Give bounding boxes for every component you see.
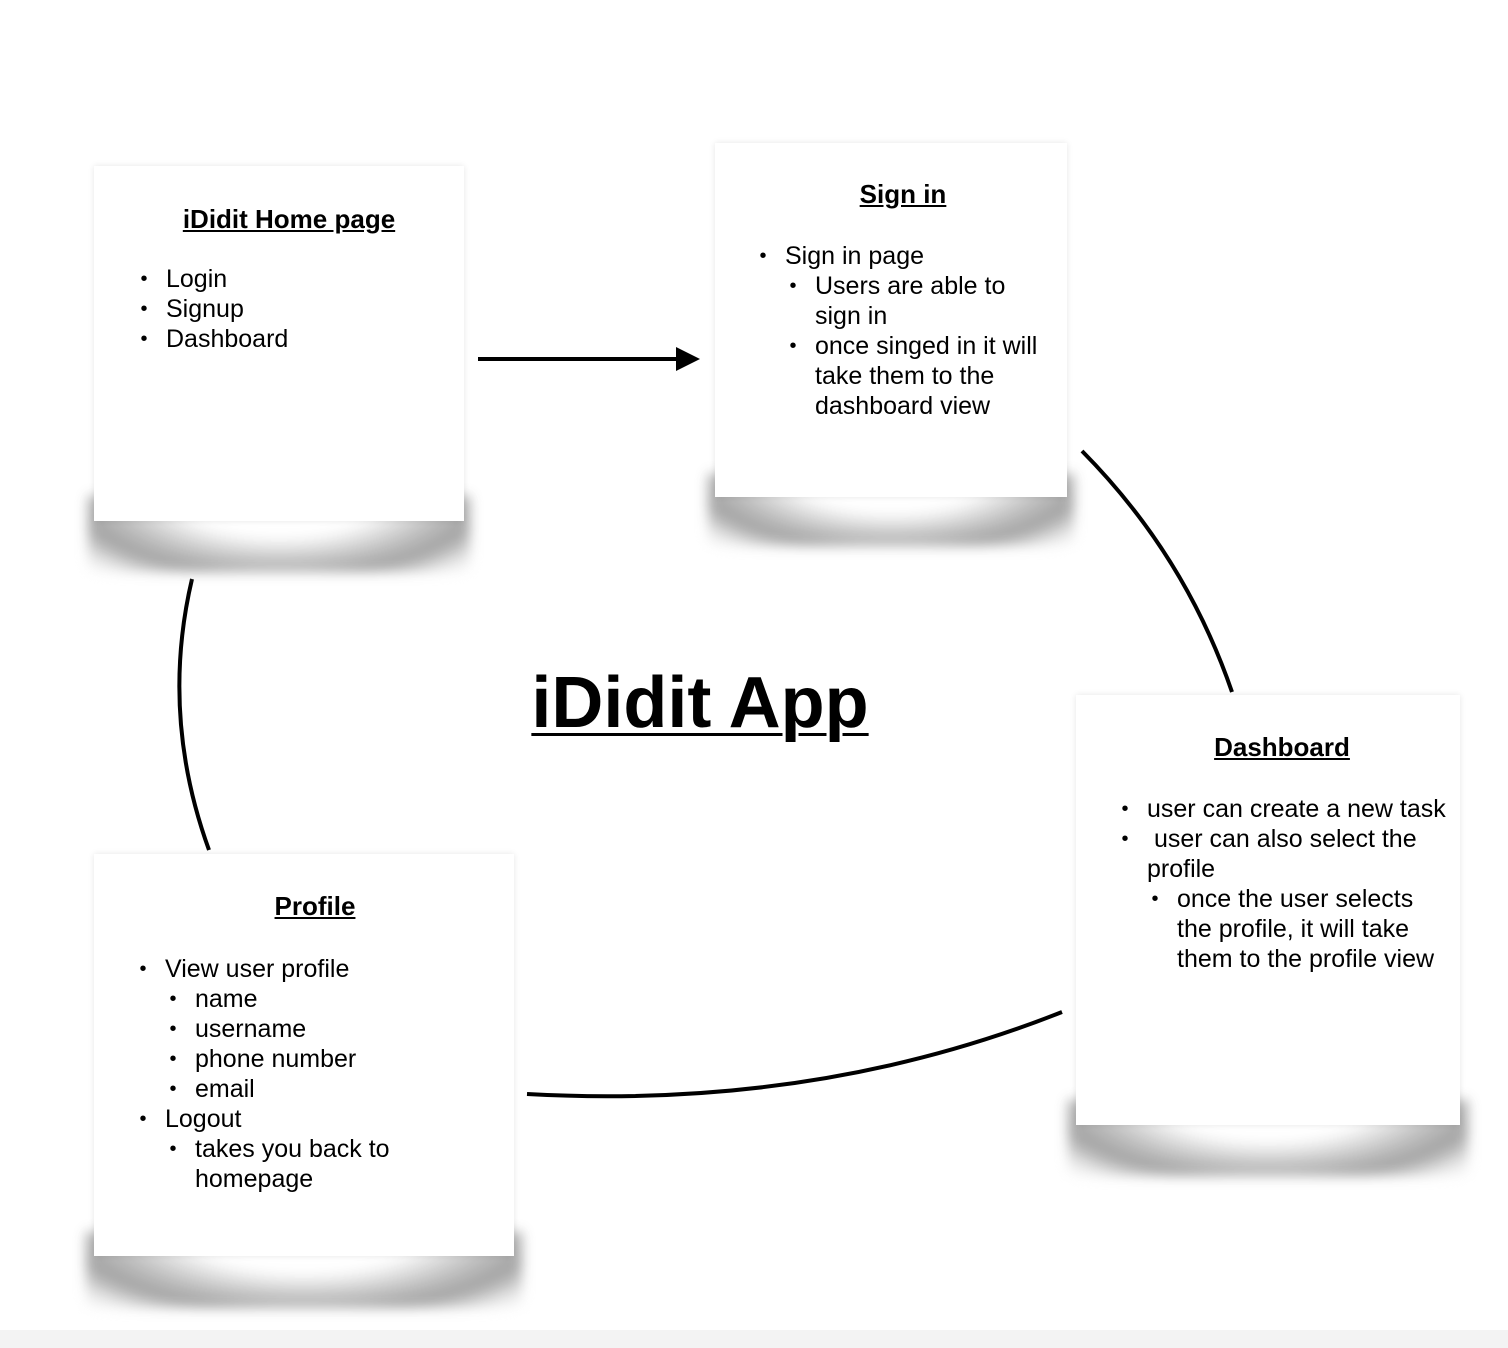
list-item-text: Logout [165,1105,242,1133]
nested-list: takes you back to homepage [165,1134,494,1194]
list-item: name [165,984,494,1014]
page-bottom-strip [0,1330,1508,1348]
list-item: View user profile name username phone nu… [135,954,494,1104]
list-item-text: email [195,1075,255,1103]
list-item-text: Dashboard [166,325,289,353]
profile-card-list: View user profile name username phone nu… [135,954,494,1194]
nested-list: name username phone number email [165,984,494,1104]
diagram-title: iDidit App [531,663,869,743]
list-item: Sign in page Users are able to sign in o… [755,241,1051,421]
list-item: once singed in it will take them to the … [785,331,1051,421]
list-item-text: once singed in it will take them to the … [815,332,1038,420]
signin-card-list: Sign in page Users are able to sign in o… [755,241,1051,421]
list-item-text: Signup [166,295,244,323]
list-item-text: Sign in page [785,242,925,270]
list-item: once the user selects the profile, it wi… [1147,884,1446,974]
list-item: takes you back to homepage [165,1134,494,1194]
list-item-text: once the user selects the profile, it wi… [1177,885,1435,973]
home-card-title: iDidit Home page [182,204,396,234]
list-item: email [165,1074,494,1104]
connector-dashboard-to-profile [526,1010,1063,1099]
list-item-text: takes you back to homepage [195,1135,390,1193]
arrow-home-to-signin [478,347,700,371]
connector-profile-to-home [177,578,211,851]
list-item: phone number [165,1044,494,1074]
list-item: user can create a new task [1117,794,1446,824]
nested-list: Users are able to sign in once singed in… [785,271,1051,421]
home-card-list: Login Signup Dashboard [136,264,444,354]
connector-signin-to-dashboard [1080,449,1234,693]
home-card: iDidit Home page Login Signup Dashboard [94,166,464,521]
list-item: Dashboard [136,324,444,354]
signin-card: Sign in Sign in page Users are able to s… [715,143,1067,497]
profile-card: Profile View user profile name username … [94,854,514,1256]
dashboard-card: Dashboard user can create a new task use… [1076,695,1460,1125]
list-item: Logout takes you back to homepage [135,1104,494,1194]
signin-card-title: Sign in [859,179,947,209]
dashboard-card-title: Dashboard [1214,732,1350,762]
profile-card-title: Profile [274,891,356,921]
list-item: Users are able to sign in [785,271,1051,331]
list-item-text: name [195,985,258,1013]
list-item-text: Login [166,265,228,293]
list-item: Login [136,264,444,294]
list-item: username [165,1014,494,1044]
list-item-text: View user profile [165,955,350,983]
list-item-text: phone number [195,1045,357,1073]
list-item-text: user can also select the profile [1147,825,1424,883]
list-item-text: username [195,1015,307,1043]
nested-list: once the user selects the profile, it wi… [1147,884,1446,974]
list-item-text: Users are able to sign in [815,272,1006,330]
list-item: Signup [136,294,444,324]
list-item: user can also select the profile once th… [1117,824,1446,974]
list-item-text: user can create a new task [1147,795,1446,823]
dashboard-card-list: user can create a new task user can also… [1117,794,1446,974]
